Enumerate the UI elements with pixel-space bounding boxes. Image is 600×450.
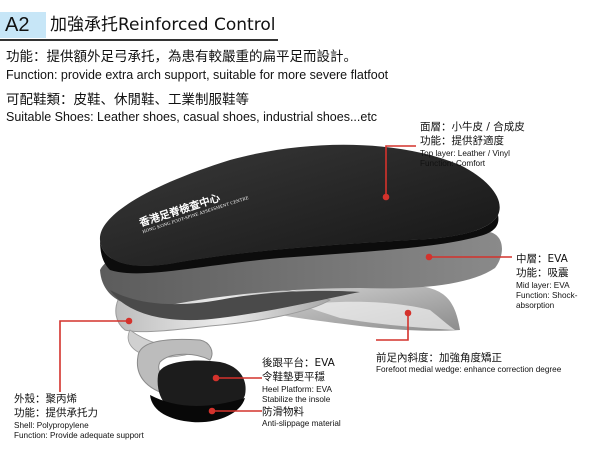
mid-layer-label-zh2: 功能：吸震	[516, 267, 569, 279]
heel-label-en2: Stabilize the insole	[262, 395, 331, 404]
shell-label-en1: Shell: Polypropylene	[14, 421, 89, 430]
mid-layer-label-en1: Mid layer: EVA	[516, 281, 570, 290]
antislip-label-en1: Anti-slippage material	[262, 419, 341, 428]
heel-label-zh2: 令鞋墊更平穩	[262, 371, 325, 383]
shell-label-zh2: 功能：提供承托力	[14, 407, 98, 419]
heel-label-zh1: 後跟平台：EVA	[262, 357, 335, 369]
mid-layer-label-zh1: 中層：EVA	[516, 253, 568, 265]
section-badge: A2	[0, 12, 46, 38]
callout-dots	[125, 193, 433, 415]
antislip-label-zh1: 防滑物料	[262, 406, 304, 418]
top-layer-label-en2: Function: Comfort	[420, 159, 486, 168]
shoes-en: Suitable Shoes: Leather shoes, casual sh…	[6, 110, 378, 124]
function-en: Function: provide extra arch support, su…	[6, 68, 389, 82]
top-layer-label-zh2: 功能：提供舒適度	[420, 135, 504, 147]
top-layer-label-zh1: 面層：小牛皮 / 合成皮	[420, 121, 525, 133]
anti-slip-shape	[150, 360, 246, 423]
top-layer-label-en1: Top layer: Leather / Vinyl	[420, 149, 510, 158]
mid-layer-label-en2: Function: Shock-	[516, 291, 578, 300]
heel-label-en1: Heel Platform: EVA	[262, 385, 332, 394]
top-layer-shape	[99, 144, 500, 274]
callout-lines	[59, 145, 512, 412]
page-title: 加強承托Reinforced Control	[50, 15, 276, 35]
title-divider	[0, 39, 278, 41]
shell-label-zh1: 外殼：聚丙烯	[14, 393, 77, 405]
forefoot-label-zh1: 前足內斜度：加強角度矯正	[376, 352, 502, 364]
shell-label-en2: Function: Provide adequate support	[14, 431, 144, 440]
forefoot-label-en1: Forefoot medial wedge: enhance correctio…	[376, 365, 562, 374]
function-zh: 功能：提供額外足弓承托，為患有較嚴重的扁平足而設計。	[6, 49, 357, 65]
shoes-zh: 可配鞋類：皮鞋、休閒鞋、工業制服鞋等	[6, 92, 249, 108]
mid-layer-label-en3: absorption	[516, 301, 555, 310]
